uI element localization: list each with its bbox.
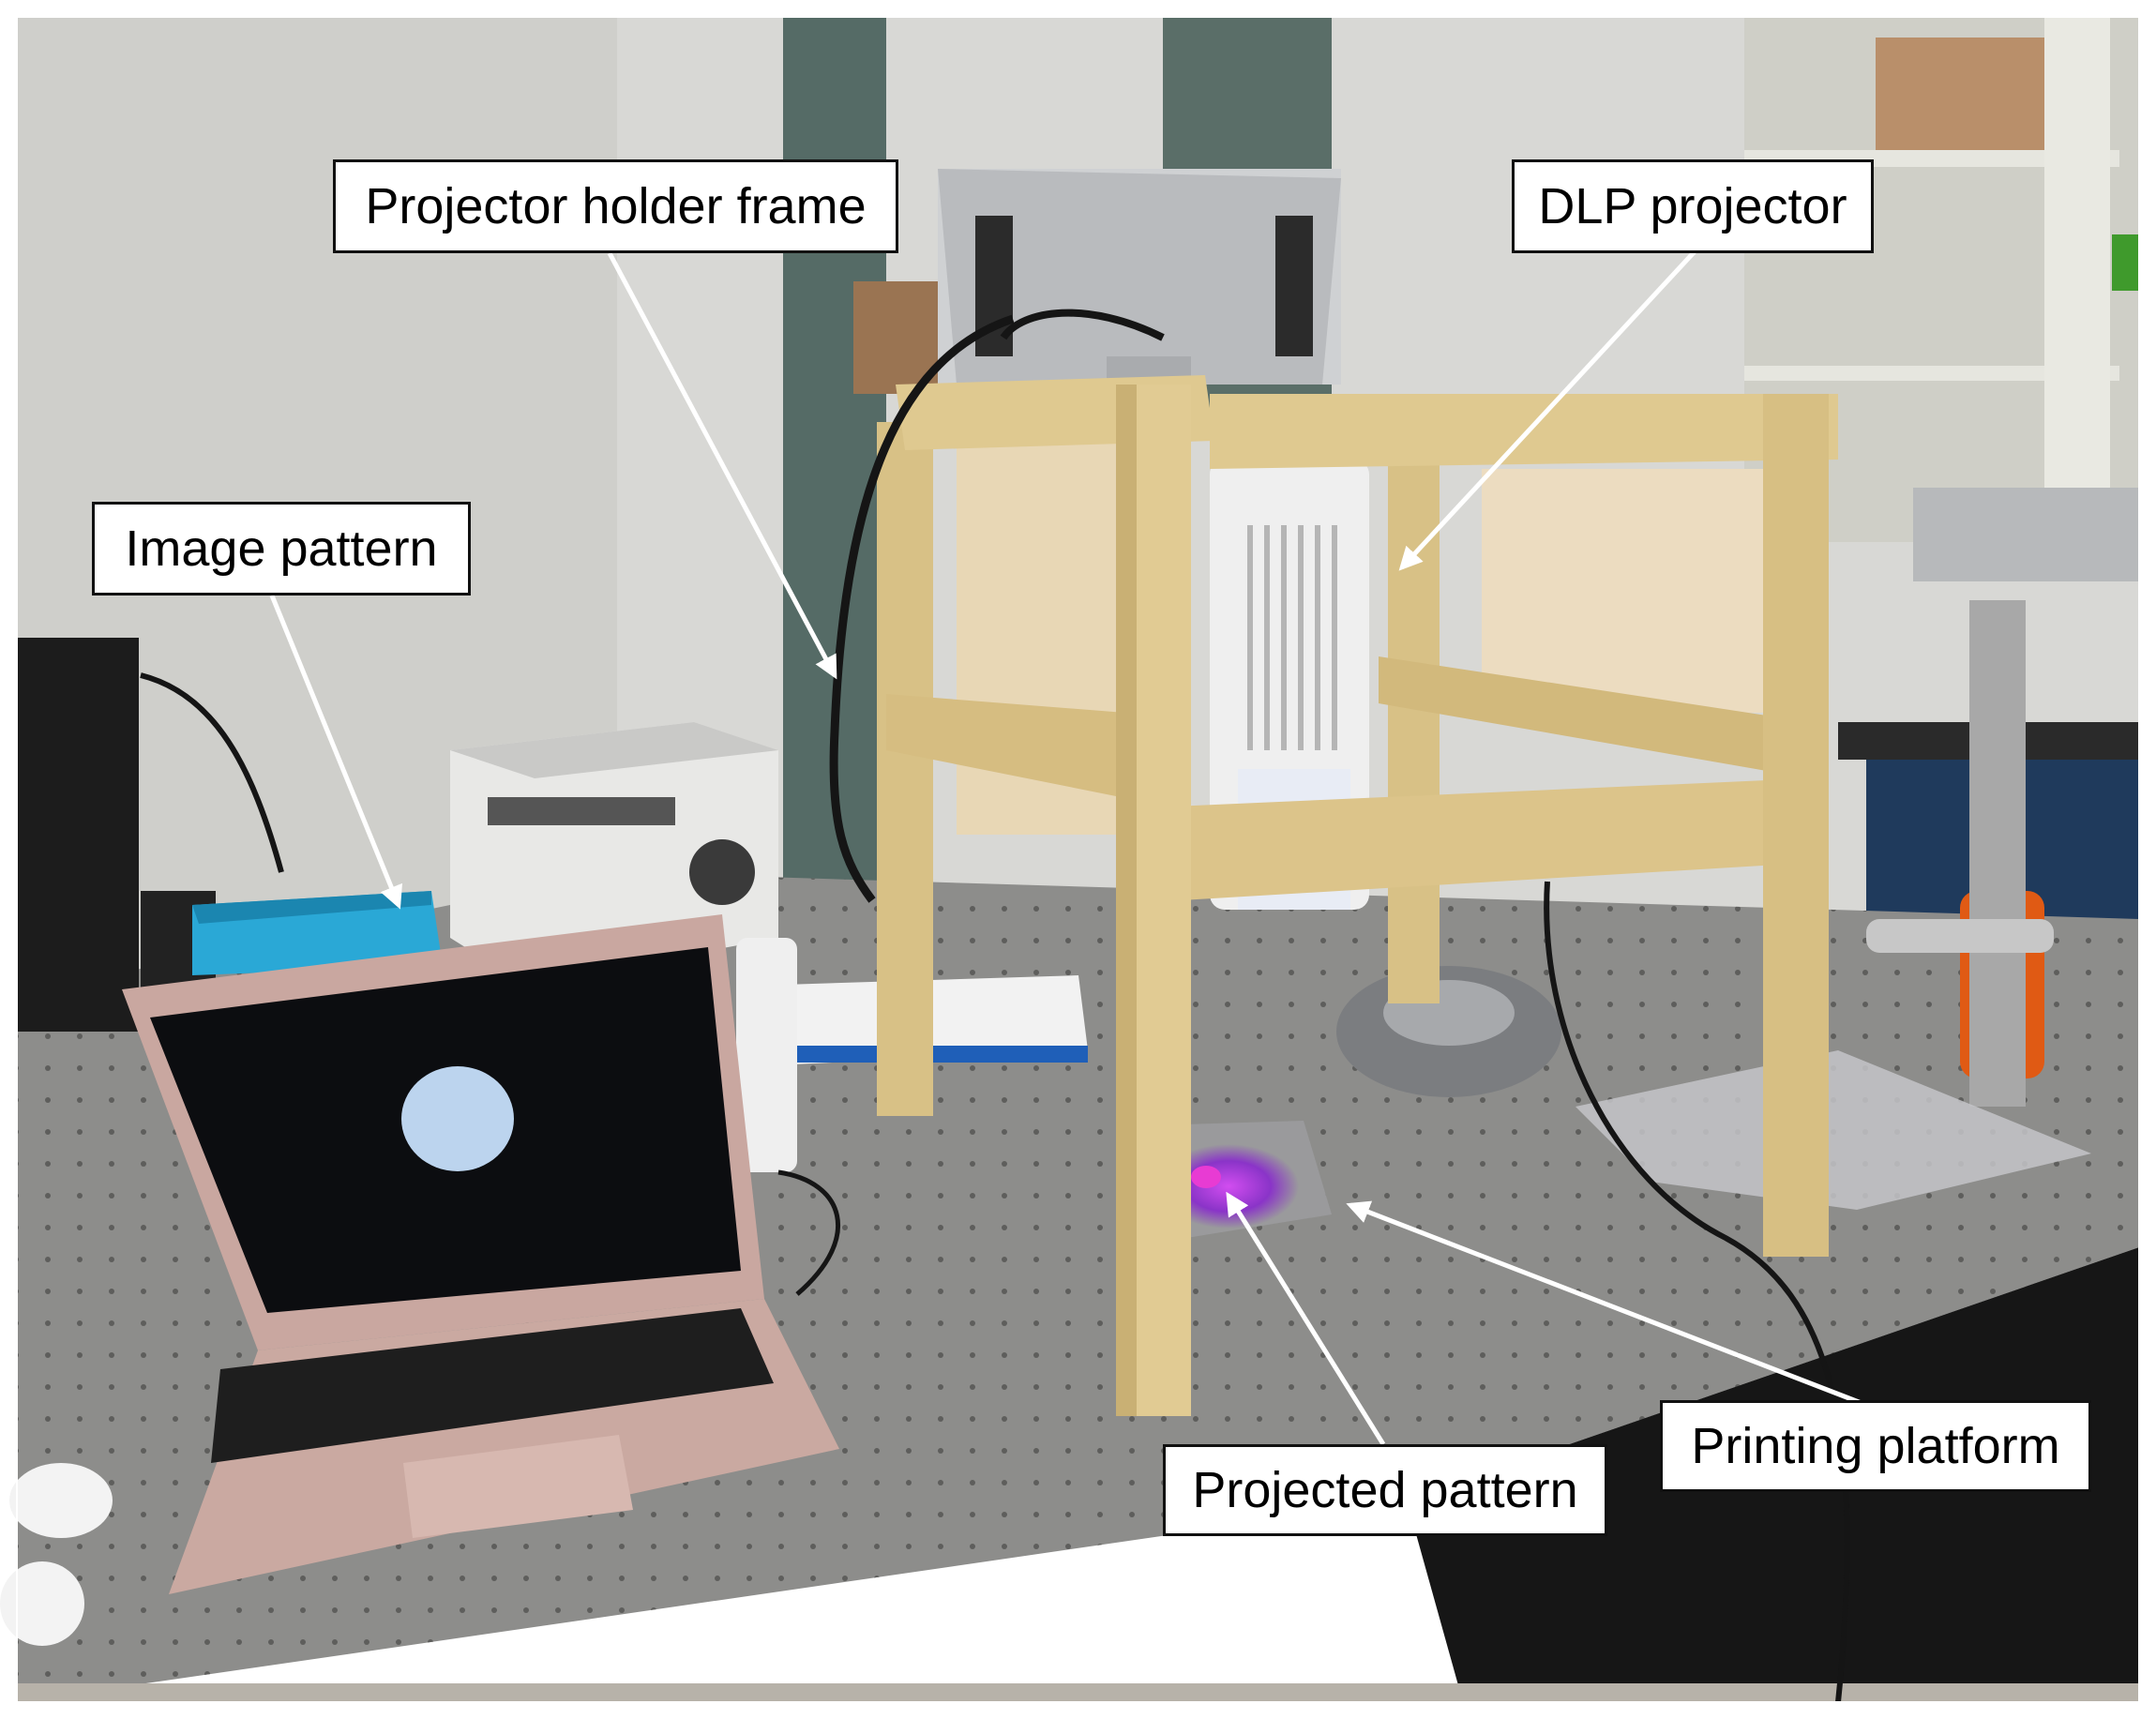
arrow-projected-pattern	[1226, 1191, 1386, 1446]
power-supply-top	[450, 722, 778, 778]
power-strip	[783, 975, 1088, 1064]
projected-glow	[1158, 1144, 1299, 1229]
laptop-keyboard	[211, 1308, 774, 1463]
arrow-printing-platform	[1346, 1200, 1872, 1410]
dlp-projector-vents	[1247, 525, 1337, 750]
white-cap	[0, 1561, 84, 1646]
metal-stage	[1913, 488, 2138, 581]
label-projected-pattern: Projected pattern	[1163, 1444, 1607, 1536]
plywood-panel	[1482, 469, 1801, 713]
cardboard-box	[1876, 38, 2054, 150]
frame-side-rail	[1379, 656, 1810, 778]
frame-mid-rail	[886, 694, 1125, 797]
frame-leg-front-right	[1763, 394, 1829, 1257]
photo-border	[16, 16, 2140, 1703]
laptop	[122, 914, 839, 1594]
frame-top-rail	[1210, 394, 1838, 469]
screen-circle	[401, 1066, 514, 1171]
monitor-vent	[1275, 216, 1313, 356]
pen-tool	[1866, 919, 2054, 953]
white-cap	[9, 1463, 113, 1538]
metal-post	[1969, 600, 2026, 1107]
arrow-dlp-projector	[1398, 247, 1699, 571]
label-image-pattern: Image pattern	[92, 502, 471, 596]
power-supply-grille	[488, 797, 675, 825]
cable	[1000, 309, 1165, 341]
shelf-upright	[2044, 17, 2110, 542]
plastic-bag	[1576, 1050, 2091, 1210]
arrow-projector-holder-frame	[607, 251, 837, 680]
black-instrument	[17, 638, 139, 1032]
frame-mid-rail	[1172, 778, 1810, 900]
blue-tray-rim	[192, 891, 431, 924]
fan	[689, 839, 755, 905]
projector-holder-frame	[877, 375, 1838, 1416]
green-sticker	[2112, 234, 2138, 291]
projected-spot	[1191, 1166, 1221, 1188]
floor-strip	[17, 1683, 2139, 1702]
monitor-shell	[938, 169, 1341, 385]
shelf-board	[1744, 366, 2119, 381]
frame-leg-back-left	[877, 422, 933, 1116]
arrow-image-pattern	[269, 595, 402, 910]
frame-leg-back-right	[1388, 441, 1440, 1003]
cable	[777, 1169, 841, 1296]
power-strip-base	[788, 1046, 1088, 1063]
cable	[829, 314, 1015, 903]
laptop-touchpad	[403, 1435, 633, 1538]
label-projector-holder-frame: Projector holder frame	[333, 159, 898, 253]
label-dlp-projector: DLP projector	[1512, 159, 1874, 253]
label-printing-platform: Printing platform	[1660, 1400, 2091, 1492]
wash-bottle	[736, 938, 797, 1172]
cable	[140, 672, 284, 873]
frame-leg-front-left-shade	[1116, 385, 1137, 1416]
